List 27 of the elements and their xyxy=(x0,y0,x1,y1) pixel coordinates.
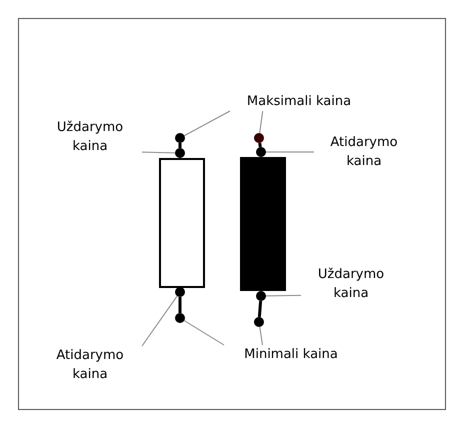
point-dot xyxy=(175,313,185,323)
candle-wick xyxy=(258,142,262,148)
leader-line xyxy=(142,296,178,346)
point-dot xyxy=(175,148,185,158)
point-dot xyxy=(175,133,185,143)
leader-line xyxy=(142,152,176,154)
candle-wick xyxy=(258,300,262,318)
candle-body xyxy=(240,157,286,291)
callout-label: Maksimali kaina xyxy=(234,92,364,111)
callout-label: Uždarymo kaina xyxy=(305,265,397,303)
point-dot xyxy=(175,287,185,297)
callout-label: Atidarymo kaina xyxy=(318,133,410,171)
candle-wick xyxy=(178,143,182,148)
leader-line xyxy=(266,294,302,296)
point-dot xyxy=(256,147,266,157)
point-dot xyxy=(254,317,264,327)
candle-wick xyxy=(178,297,182,313)
point-dot xyxy=(254,133,264,143)
callout-label: Uždarymo kaina xyxy=(42,118,138,156)
callout-label: Atidarymo kaina xyxy=(42,346,138,384)
callout-label: Minimali kaina xyxy=(228,345,354,364)
candle-body xyxy=(159,158,205,288)
leader-line xyxy=(259,110,264,134)
leader-line xyxy=(184,110,230,136)
leader-line xyxy=(184,320,224,346)
leader-line xyxy=(259,326,263,346)
point-dot xyxy=(256,291,266,301)
